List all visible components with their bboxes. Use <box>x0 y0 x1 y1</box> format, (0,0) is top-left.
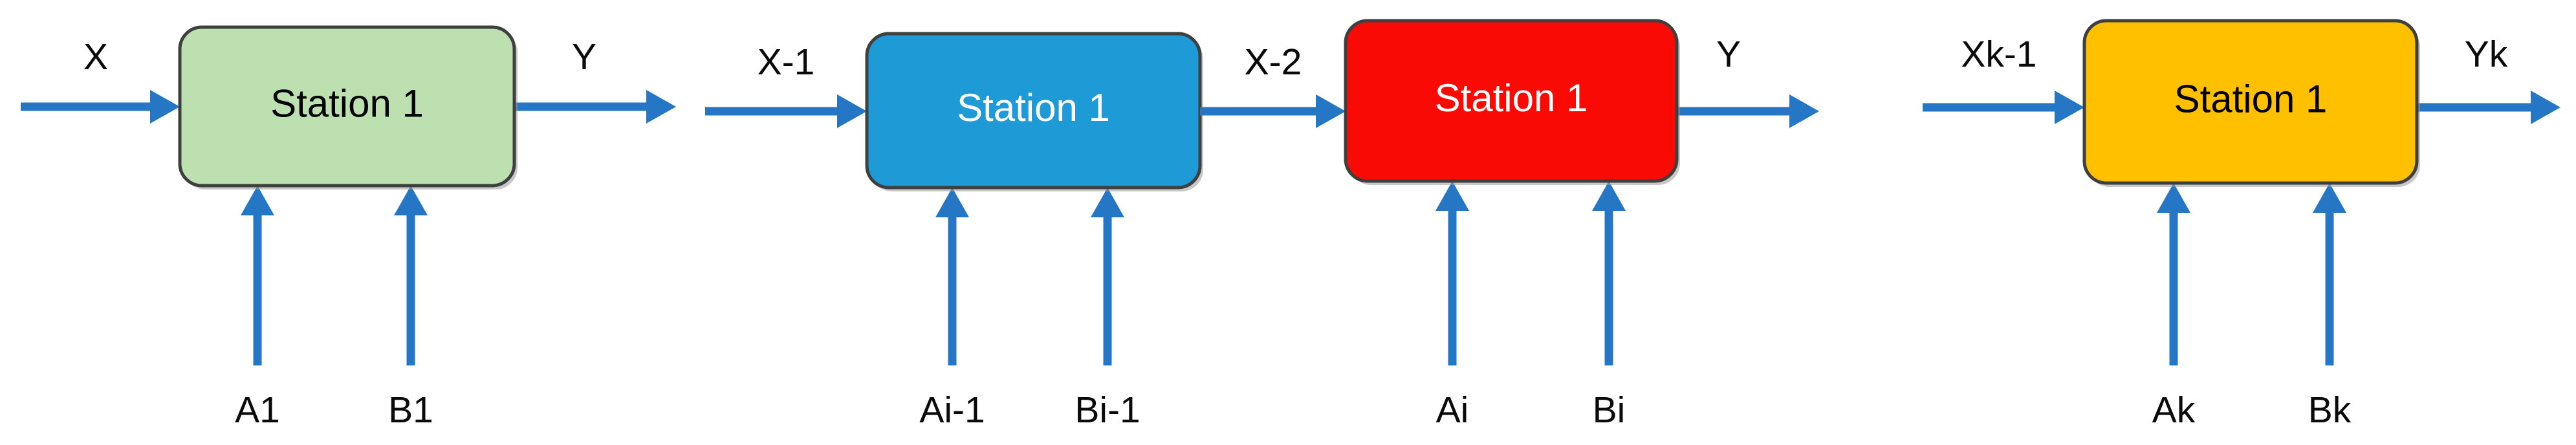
resource-arrow-2-0 <box>1435 181 1469 365</box>
input-flow-arrow-2-head <box>1316 94 1346 128</box>
resource-arrow-1-1-head <box>1091 188 1124 217</box>
resource-arrow-3-1-head <box>2313 183 2346 213</box>
output-flow-arrow-0 <box>514 90 676 124</box>
input-flow-arrow-1 <box>705 94 867 128</box>
resource-label-0-1: B1 <box>388 389 433 431</box>
resource-arrow-3-0-head <box>2157 183 2190 213</box>
station-group-2: X-2 Y Station 1 Ai Bi <box>1200 19 1819 431</box>
resource-arrow-0-1-head <box>394 186 428 215</box>
resource-arrow-1-0-head <box>935 188 969 217</box>
station-label-0: Station 1 <box>270 81 424 125</box>
input-flow-arrow-3-head <box>2055 91 2084 124</box>
resource-label-2-0: Ai <box>1436 389 1469 431</box>
resource-arrow-1-0 <box>935 188 969 365</box>
input-flow-arrow-2 <box>1200 94 1346 128</box>
output-flow-arrow-0-head <box>646 90 676 124</box>
output-flow-label-1: X-2 <box>1245 41 1302 83</box>
resource-label-1-1: Bi-1 <box>1075 389 1140 431</box>
output-flow-arrow-2 <box>1677 94 1819 128</box>
input-flow-label-1: X-1 <box>758 41 815 83</box>
station-box-0[interactable] <box>178 25 516 188</box>
input-flow-label-2: X-2 <box>1245 41 1302 83</box>
resource-label-1-0: Ai-1 <box>919 389 985 431</box>
resource-arrow-2-1-head <box>1592 181 1626 211</box>
resource-arrow-2-1 <box>1592 181 1626 365</box>
output-flow-arrow-2-head <box>1789 94 1819 128</box>
resource-label-3-1: Bk <box>2308 389 2352 431</box>
resource-arrow-0-0-head <box>241 186 274 215</box>
resource-label-0-0: A1 <box>235 389 280 431</box>
resource-arrow-0-1 <box>394 186 428 365</box>
resource-label-3-0: Ak <box>2152 389 2196 431</box>
resource-arrow-3-1 <box>2313 183 2346 365</box>
output-flow-label-3: Yk <box>2465 34 2508 75</box>
resource-label-2-1: Bi <box>1593 389 1626 431</box>
station-label-2: Station 1 <box>1435 76 1588 120</box>
output-flow-arrow-3-head <box>2531 91 2560 124</box>
station-label-3: Station 1 <box>2174 77 2328 120</box>
input-flow-arrow-0-head <box>150 90 180 124</box>
input-flow-arrow-1-head <box>837 94 867 128</box>
input-flow-label-3: Xk-1 <box>1961 34 2036 75</box>
output-flow-label-0: Y <box>572 36 596 78</box>
station-group-0: X Y Station 1 A1 B1 <box>21 25 676 431</box>
input-flow-arrow-3 <box>1923 91 2084 124</box>
station-box-3[interactable] <box>2082 19 2419 185</box>
station-box-2[interactable] <box>1344 19 1679 183</box>
station-label-1: Station 1 <box>957 86 1110 129</box>
resource-arrow-1-1 <box>1091 188 1124 365</box>
input-flow-arrow-0 <box>21 90 180 124</box>
input-flow-label-0: X <box>83 36 108 78</box>
output-flow-arrow-3 <box>2417 91 2560 124</box>
resource-arrow-0-0 <box>241 186 274 365</box>
resource-arrow-2-0-head <box>1435 181 1469 211</box>
output-flow-label-2: Y <box>1716 34 1741 75</box>
resource-arrow-3-0 <box>2157 183 2190 365</box>
